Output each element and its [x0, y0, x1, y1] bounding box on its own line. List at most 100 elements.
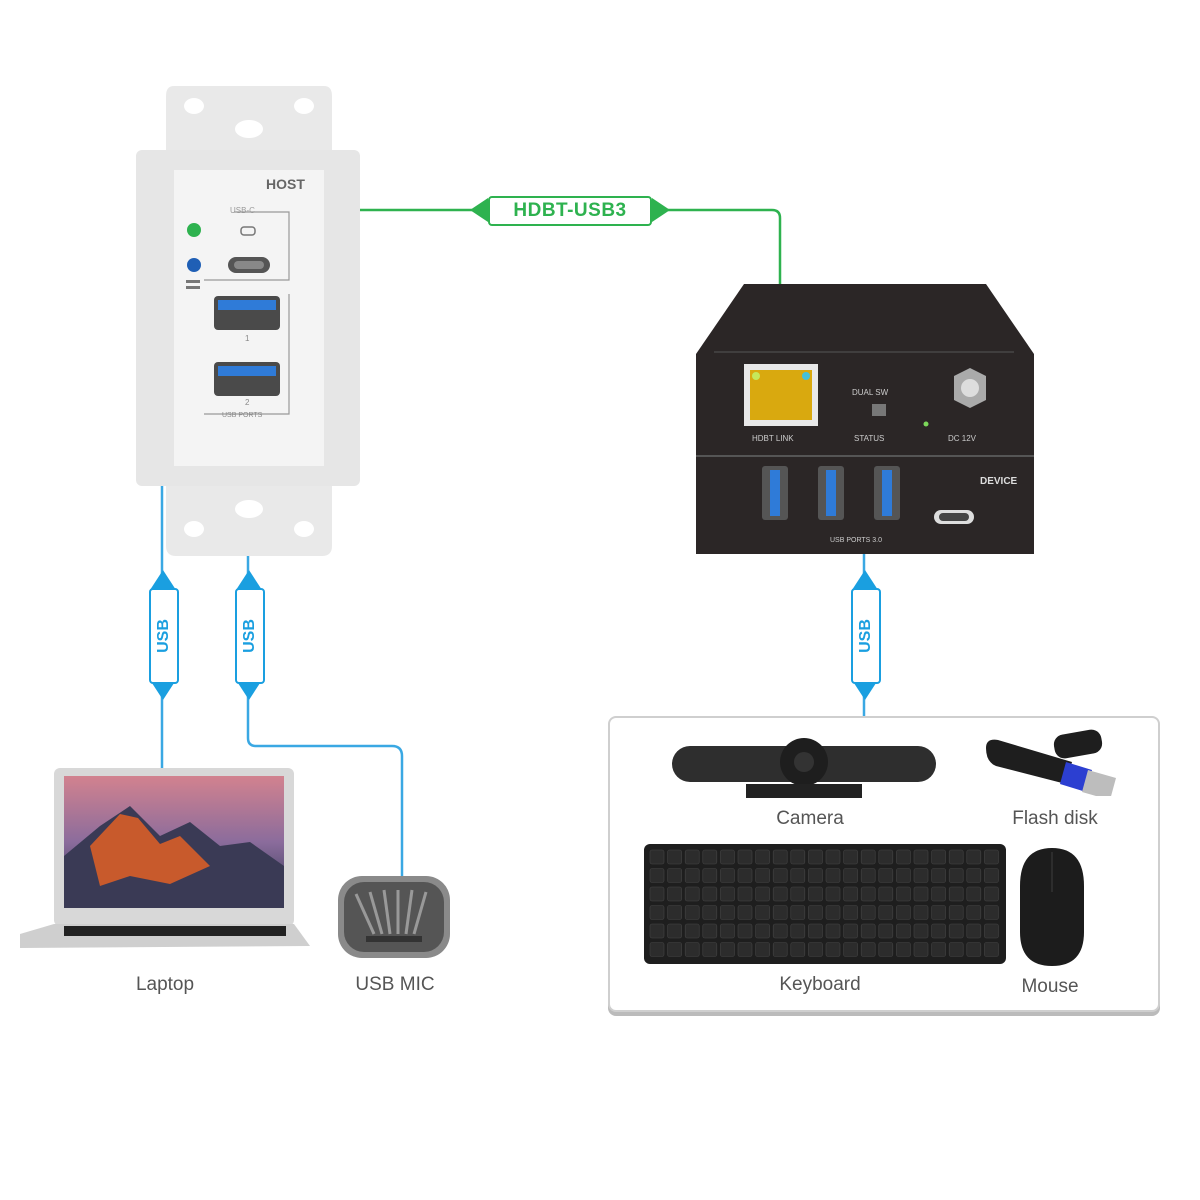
keyboard-key — [737, 849, 753, 865]
usb-tag-laptop-label: USB — [155, 619, 172, 653]
keyboard-key — [860, 886, 876, 902]
keyboard-key — [931, 905, 946, 920]
usb-tag-mic-label: USB — [241, 619, 258, 653]
keyboard-key — [896, 868, 911, 883]
keyboard-key — [737, 923, 753, 939]
keyboard-key — [790, 849, 806, 865]
usb-mic-image — [338, 876, 450, 958]
wall-plate-usb-ports-label: USB PORTS — [222, 412, 263, 419]
wall-plate-title: HOST — [266, 176, 305, 192]
keyboard-key — [913, 942, 929, 957]
keyboard-key — [755, 886, 770, 902]
keyboard-key — [825, 886, 841, 902]
keyboard-image — [644, 844, 1006, 964]
keyboard-key — [755, 849, 770, 865]
keyboard-key — [808, 868, 823, 883]
keyboard-key — [966, 905, 982, 920]
receiver-status-label: STATUS — [854, 434, 885, 443]
keyboard-key — [825, 849, 841, 865]
keyboard-key — [825, 923, 841, 939]
receiver-usb-ports-label: USB PORTS 3.0 — [830, 537, 883, 544]
keyboard-key — [966, 942, 982, 957]
keyboard-key — [808, 849, 823, 865]
wall-plate-usb-port-2-label: 2 — [245, 398, 250, 407]
keyboard-key — [931, 886, 946, 902]
keyboard-key — [702, 868, 718, 883]
keyboard-key — [720, 886, 735, 902]
camera-image — [672, 738, 936, 798]
keyboard-key — [737, 886, 753, 902]
keyboard-label: Keyboard — [779, 974, 861, 995]
hdbt-link-label: HDBT-USB3 — [513, 200, 627, 221]
keyboard-key — [649, 886, 665, 902]
usb-tag-arrows-laptop — [150, 570, 176, 700]
keyboard-key — [966, 923, 982, 939]
keyboard-key — [948, 942, 964, 957]
keyboard-key — [966, 868, 982, 883]
keyboard-key — [790, 942, 806, 957]
keyboard-key — [720, 849, 735, 865]
keyboard-key — [913, 849, 929, 865]
keyboard-key — [720, 923, 735, 939]
keyboard-key — [790, 886, 806, 902]
keyboard-key — [913, 868, 929, 883]
keyboard-key — [667, 923, 682, 939]
keyboard-key — [948, 849, 964, 865]
keyboard-key — [772, 849, 788, 865]
flash-disk-label: Flash disk — [1012, 808, 1098, 829]
hdbt-tag-arrows — [470, 198, 670, 222]
keyboard-key — [684, 923, 700, 939]
usb-tag-mic: USB — [235, 588, 265, 684]
keyboard-key — [896, 905, 911, 920]
keyboard-key — [702, 886, 718, 902]
keyboard-key — [878, 868, 894, 883]
keyboard-key — [772, 868, 788, 883]
keyboard-key — [948, 886, 964, 902]
keyboard-key — [896, 942, 911, 957]
keyboard-key — [860, 942, 876, 957]
keyboard-key — [702, 942, 718, 957]
keyboard-key — [860, 905, 876, 920]
keyboard-key — [878, 942, 894, 957]
keyboard-key — [667, 905, 682, 920]
mouse-label: Mouse — [1021, 976, 1079, 997]
keyboard-key — [808, 923, 823, 939]
usb-mic-label: USB MIC — [355, 974, 435, 995]
wall-plate-transmitter — [136, 86, 360, 556]
keyboard-key — [667, 942, 682, 957]
keyboard-key — [720, 905, 735, 920]
laptop-label: Laptop — [135, 974, 195, 995]
wall-plate-usb-port-1-label: 1 — [245, 334, 250, 343]
keyboard-key — [772, 942, 788, 957]
keyboard-key — [808, 942, 823, 957]
keyboard-key — [843, 849, 858, 865]
keyboard-key — [860, 849, 876, 865]
keyboard-key — [896, 923, 911, 939]
keyboard-key — [684, 942, 700, 957]
keyboard-key — [667, 886, 682, 902]
keyboard-key — [984, 849, 999, 865]
flash-disk-image — [986, 729, 1116, 796]
camera-label: Camera — [776, 808, 844, 829]
keyboard-key — [755, 923, 770, 939]
usb-tag-hub: USB — [851, 588, 881, 684]
keyboard-key — [843, 905, 858, 920]
keyboard-key — [684, 886, 700, 902]
keyboard-key — [720, 868, 735, 883]
keyboard-key — [984, 868, 999, 883]
keyboard-key — [667, 849, 682, 865]
receiver-title: DEVICE — [980, 476, 1018, 487]
keyboard-key — [860, 923, 876, 939]
keyboard-key — [843, 942, 858, 957]
keyboard-key — [931, 849, 946, 865]
usb-tag-arrows-mic — [236, 570, 262, 700]
keyboard-key — [702, 923, 718, 939]
keyboard-key — [825, 868, 841, 883]
hdbt-link-tag: HDBT-USB3 — [488, 196, 652, 226]
keyboard-key — [825, 905, 841, 920]
receiver-hdbt-port-label: HDBT LINK — [752, 434, 794, 443]
keyboard-key — [737, 942, 753, 957]
mic-usb-line — [246, 380, 404, 880]
keyboard-key — [755, 905, 770, 920]
keyboard-key — [984, 886, 999, 902]
